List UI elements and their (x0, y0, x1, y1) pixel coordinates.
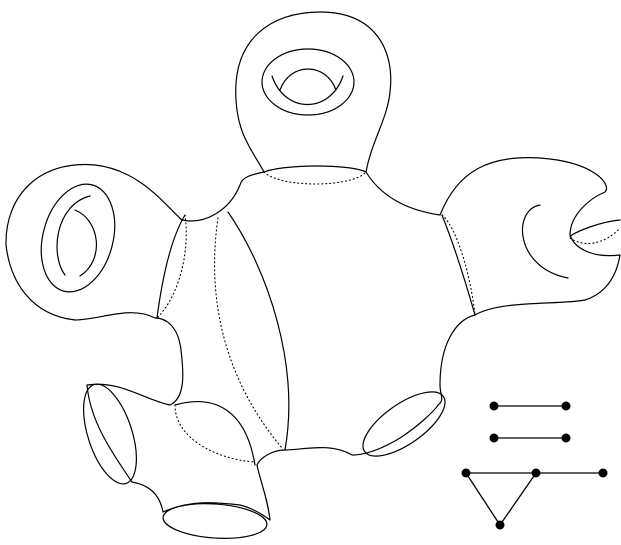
single-edge-graph-2 (490, 434, 571, 443)
top-handle-upper-arc (280, 69, 336, 90)
right-boundary-front (570, 220, 620, 236)
lower-left-seam-back (175, 405, 255, 462)
graph-vertex (490, 402, 499, 411)
left-neck-front (157, 215, 185, 318)
graph-edge (466, 473, 500, 525)
graph-vertex (532, 469, 541, 478)
boundary-lower-left-tube (73, 378, 147, 491)
right-arc-feature (522, 205, 568, 278)
graph-edge (500, 473, 536, 525)
right-boundary-back (570, 228, 620, 243)
top-neck-back (264, 172, 366, 184)
boundary-lower-right (353, 380, 455, 468)
graph-vertex (599, 469, 608, 478)
top-handle-lower-arc (272, 76, 343, 105)
left-handle-upper-arc (75, 210, 96, 276)
graph-vertex (562, 434, 571, 443)
right-neck-front (442, 215, 475, 315)
top-neck-front (264, 166, 366, 172)
graph-vertex (462, 469, 471, 478)
surface-outline (6, 12, 620, 520)
single-edge-graph-1 (490, 402, 571, 411)
central-seam-back (215, 218, 282, 448)
left-handle-lower-arc (57, 196, 90, 275)
central-seam-front (228, 212, 289, 450)
graph-vertex (562, 402, 571, 411)
triangle-with-pendant-graph (462, 469, 608, 530)
left-handle-outer-ring (30, 176, 126, 300)
graph-vertex (496, 521, 505, 530)
boundary-bottom (162, 500, 268, 541)
graph-vertex (490, 434, 499, 443)
left-neck-back (157, 215, 186, 318)
